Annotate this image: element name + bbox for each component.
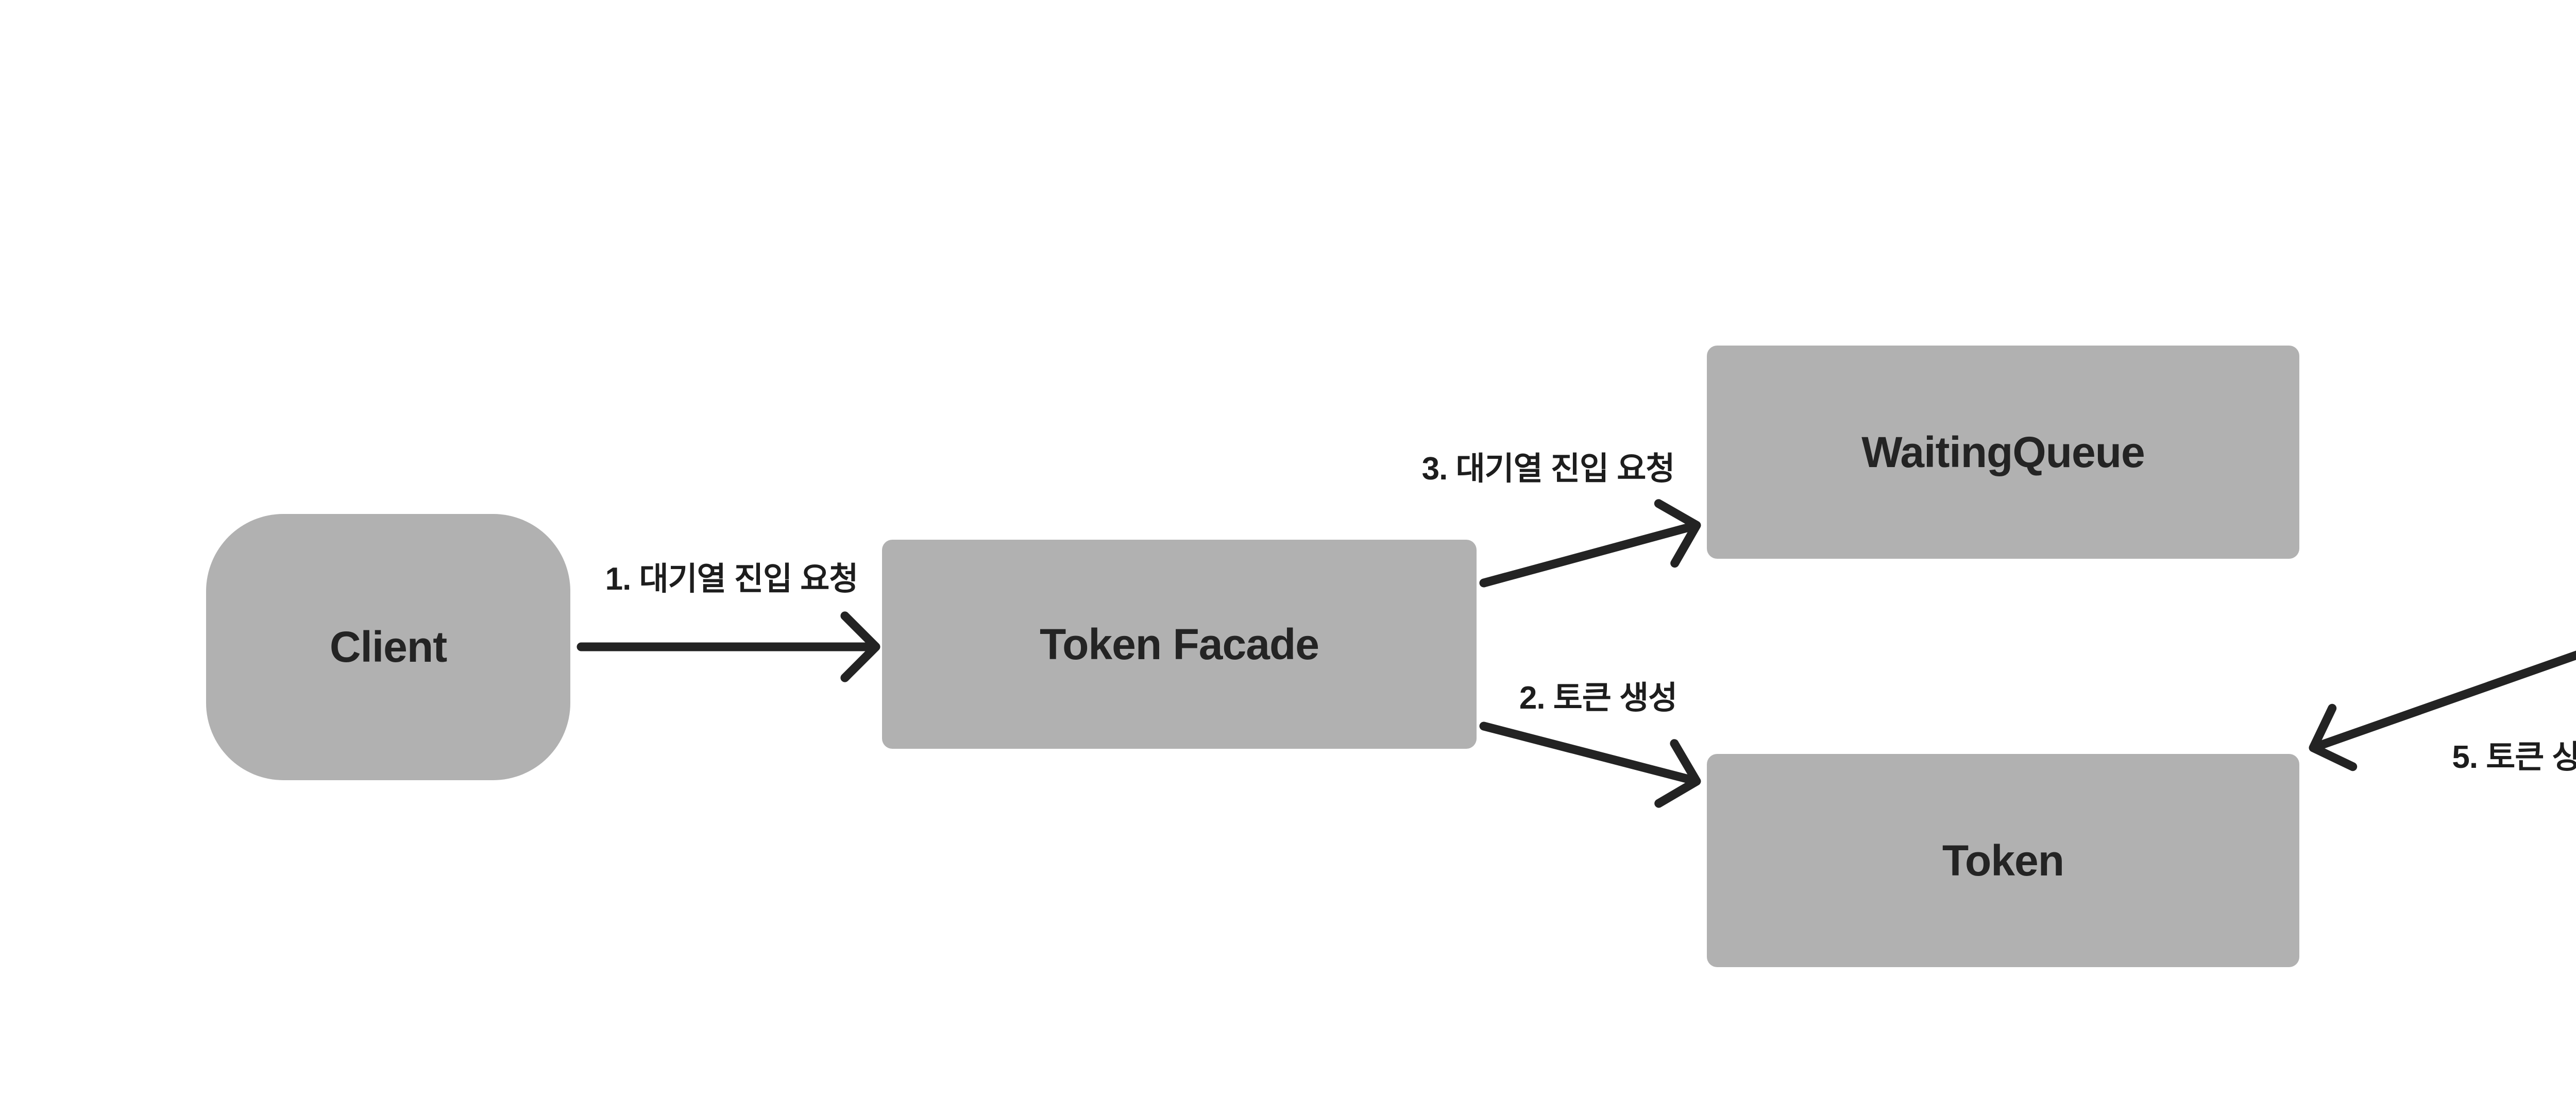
arrow-5-arrowhead: [2309, 703, 2358, 771]
client-node: Client: [206, 514, 570, 780]
arrow-5-shaft: [2313, 650, 2576, 751]
arrow-2-shaft: [1479, 721, 1696, 784]
token-facade-node-label: Token Facade: [1040, 620, 1319, 668]
token-node: Token: [1707, 754, 2299, 967]
arrow-3-shaft: [1479, 522, 1696, 588]
token-facade-node: Token Facade: [882, 540, 1477, 749]
edge-label-2-create-token: 2. 토큰 생성: [1519, 680, 1677, 716]
edge-label-1-enter-queue-request: 1. 대기열 진입 요청: [605, 561, 859, 597]
arrow-1-arrowhead: [840, 611, 880, 682]
waiting-queue-node-label: WaitingQueue: [1861, 427, 2145, 476]
arrow-3-arrowhead: [1654, 499, 1701, 568]
edge-label-5-change-token-state: 5. 토큰 상태를 입장 상태로 변경: [2452, 740, 2576, 775]
arrow-2-arrowhead: [1654, 739, 1701, 808]
edge-label-3-enter-queue-request: 3. 대기열 진입 요청: [1421, 451, 1675, 487]
client-node-label: Client: [329, 623, 447, 671]
waiting-queue-node: WaitingQueue: [1707, 346, 2299, 559]
token-node-label: Token: [1942, 836, 2064, 885]
